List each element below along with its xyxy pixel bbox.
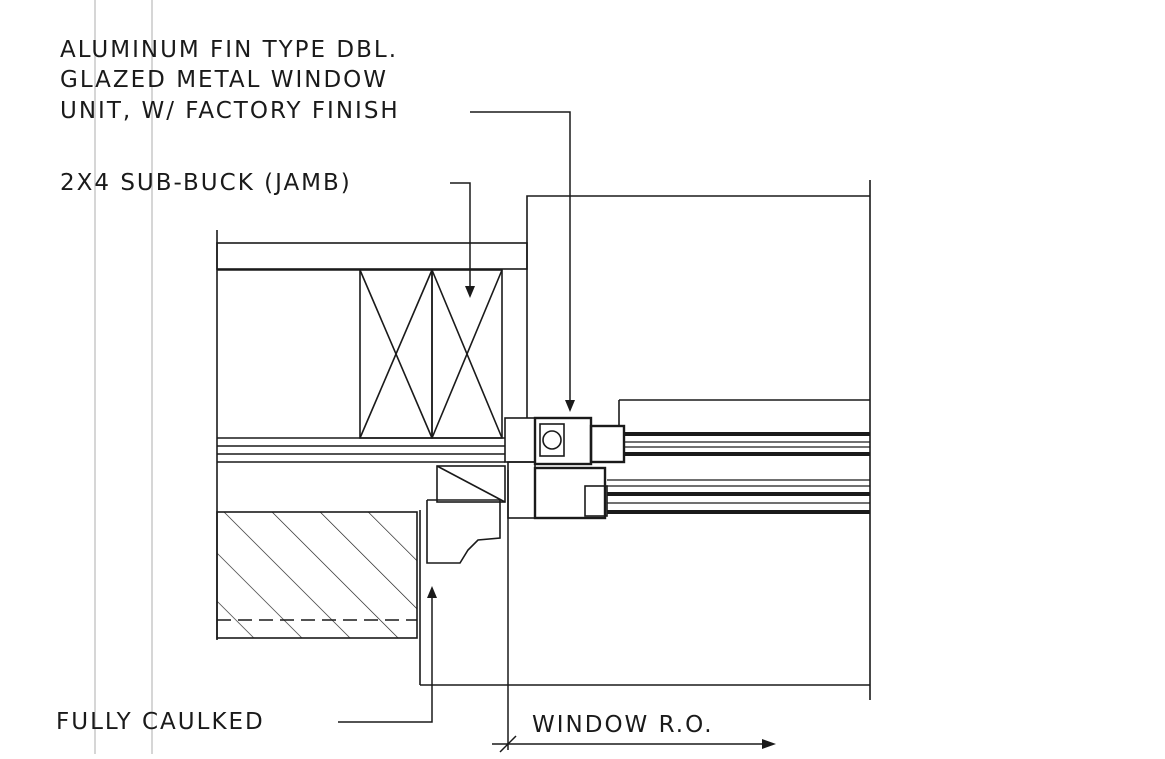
glazing-bead-lower xyxy=(584,485,608,517)
label-sub-buck: 2X4 SUB-BUCK (JAMB) xyxy=(60,170,352,196)
label-window-unit-line-3: UNIT, W/ FACTORY FINISH xyxy=(60,98,400,124)
masonry-block xyxy=(216,511,418,639)
arrowhead-dimension xyxy=(762,739,776,749)
label-window-unit-line-2: GLAZED METAL WINDOW xyxy=(60,67,388,93)
arrowhead-window-unit xyxy=(565,400,575,412)
window-frame-outline xyxy=(526,195,870,418)
sub-buck-right-x2 xyxy=(431,269,503,439)
glazing-bead-upper xyxy=(589,424,626,464)
frame-jamb-block xyxy=(504,417,536,463)
label-window-unit-line-1: ALUMINUM FIN TYPE DBL. xyxy=(60,37,399,63)
casing-diag xyxy=(436,465,506,503)
leader-window-unit xyxy=(470,111,571,410)
arrowhead-sub-buck xyxy=(465,286,475,298)
sheathing-band xyxy=(216,242,528,270)
trim-profile xyxy=(426,499,501,564)
dimension-slash xyxy=(499,735,517,753)
casing-block xyxy=(436,465,506,503)
frame-lower-block xyxy=(507,461,536,519)
sub-buck-left-x2 xyxy=(359,269,433,439)
label-window-ro: WINDOW R.O. xyxy=(532,712,714,738)
frame-lower-box xyxy=(533,466,607,520)
leader-sub-buck xyxy=(450,182,471,295)
leader-caulked xyxy=(338,590,433,723)
label-fully-caulked: FULLY CAULKED xyxy=(56,709,265,735)
arrowhead-caulked xyxy=(427,586,437,598)
frame-weep-circle xyxy=(542,430,562,450)
frame-inner-box xyxy=(539,423,565,457)
